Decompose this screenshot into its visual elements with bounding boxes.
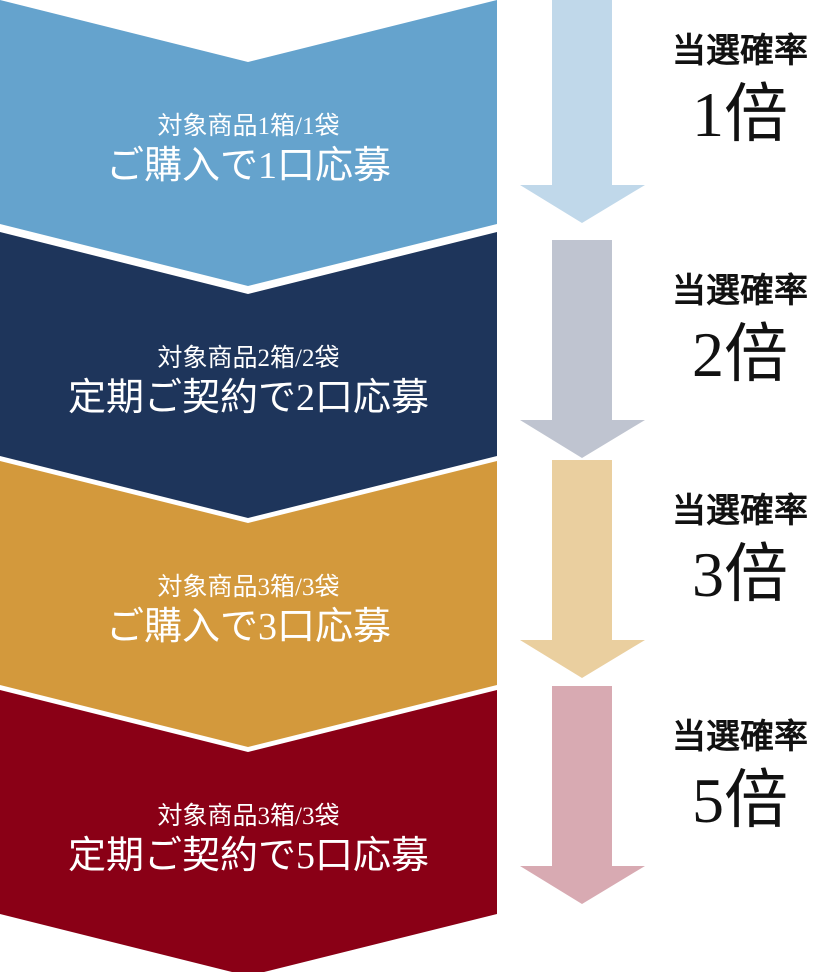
win-rate-multiplier: 2倍: [692, 319, 788, 390]
step-entries: ご購入で1口応募: [105, 145, 391, 187]
step-condition: 対象商品1箱/1袋: [157, 113, 340, 140]
win-rate-3: 当選確率 3倍: [650, 492, 828, 612]
win-rate-2: 当選確率 2倍: [650, 272, 828, 392]
win-rate-multiplier: 3倍: [692, 539, 788, 610]
step-label-3: 対象商品3箱/3袋ご購入で3口応募: [0, 573, 497, 651]
step-condition: 対象商品2箱/2袋: [157, 345, 340, 372]
step-chevron-1: [0, 0, 497, 286]
win-rate-label: 当選確率: [672, 33, 808, 70]
step-label-2: 対象商品2箱/2袋定期ご契約で2口応募: [0, 344, 497, 422]
step-label-4: 対象商品3箱/3袋定期ご契約で5口応募: [0, 802, 497, 880]
win-rate-multiplier: 5倍: [692, 765, 788, 836]
step-chevron-2: [0, 232, 497, 518]
step-condition: 対象商品3箱/3袋: [157, 803, 340, 830]
step-label-1: 対象商品1箱/1袋ご購入で1口応募: [0, 112, 497, 190]
down-arrow-icon: [520, 686, 645, 904]
step-entries: ご購入で3口応募: [105, 606, 391, 648]
win-rate-label: 当選確率: [672, 273, 808, 310]
win-rate-label: 当選確率: [672, 493, 808, 530]
step-entries: 定期ご契約で5口応募: [67, 835, 429, 877]
down-arrow-icon: [520, 240, 645, 458]
down-arrow-icon: [520, 460, 645, 678]
win-rate-label: 当選確率: [672, 719, 808, 756]
step-condition: 対象商品3箱/3袋: [157, 574, 340, 601]
step-entries: 定期ご契約で2口応募: [67, 377, 429, 419]
step-chevron-4: [0, 690, 497, 972]
step-chevron-3: [0, 461, 497, 747]
win-rate-4: 当選確率 5倍: [650, 718, 828, 838]
down-arrow-icon: [520, 0, 645, 223]
win-rate-multiplier: 1倍: [692, 79, 788, 150]
win-rate-1: 当選確率 1倍: [650, 32, 828, 152]
